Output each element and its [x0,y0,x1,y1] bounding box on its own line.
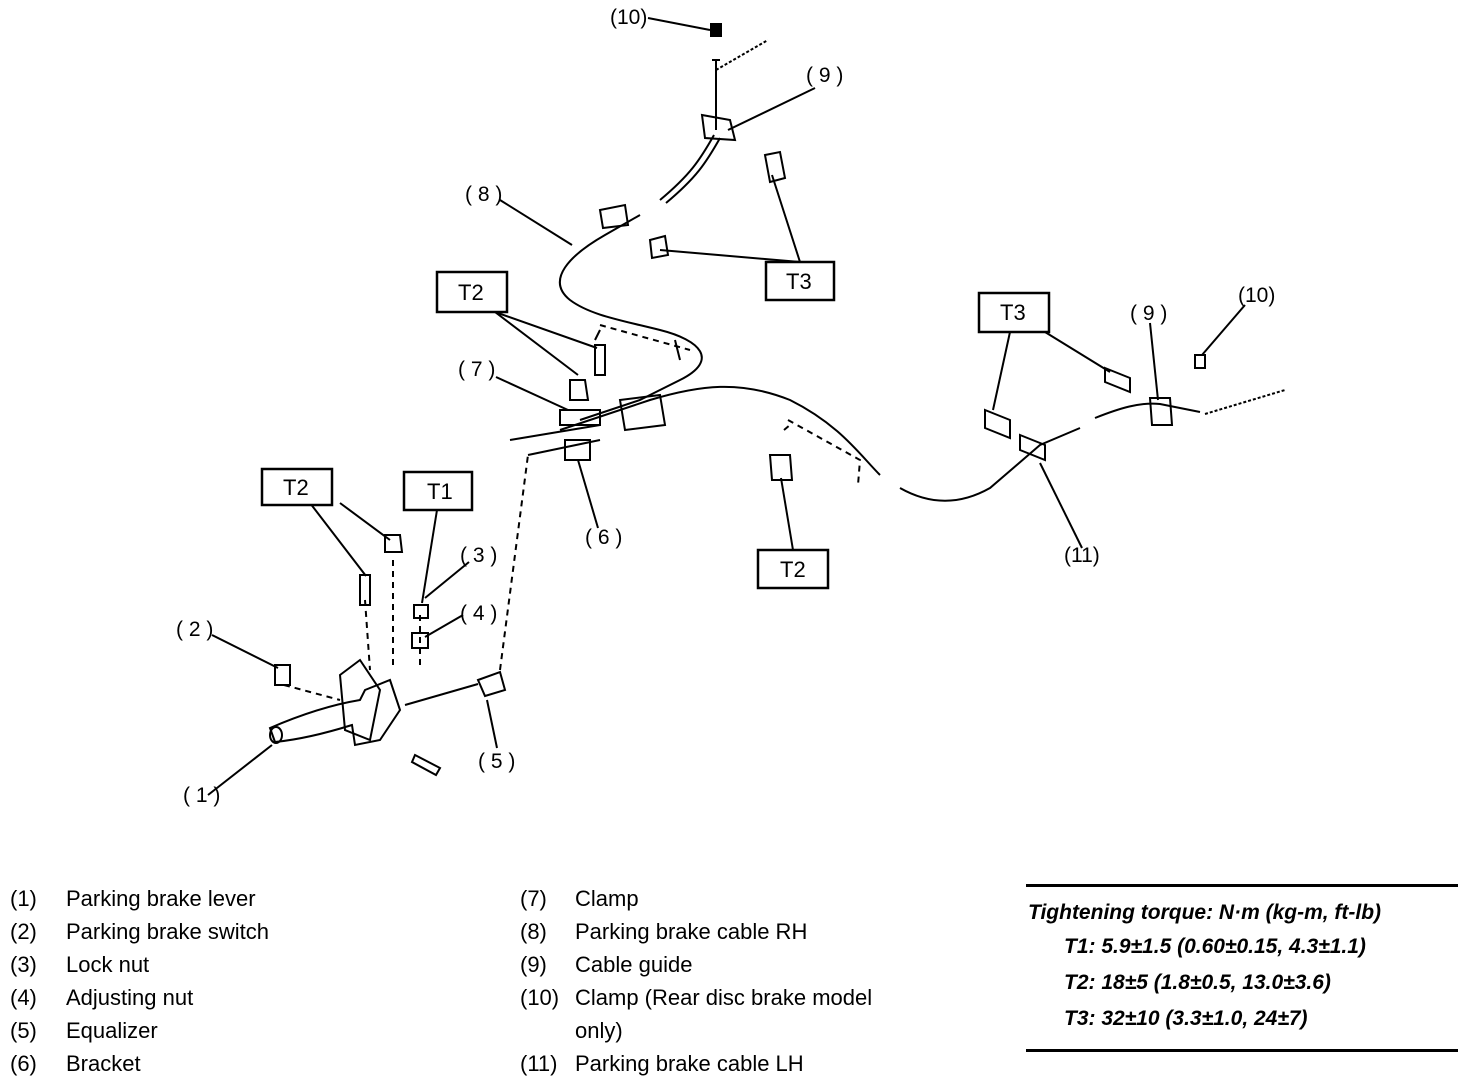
callout-9-right: ( 9 ) [1130,302,1167,325]
callout-2: ( 2 ) [176,618,213,641]
parts-legend-left: (1)Parking brake lever (2)Parking brake … [10,882,269,1080]
legend-item: (4)Adjusting nut [10,985,194,1010]
torque-box-t3-right: T3 [977,291,1051,334]
legend-item: (10)Clamp (Rear disc brake model only) [520,985,873,1043]
svg-text:T2: T2 [458,280,484,305]
svg-text:T2: T2 [780,557,806,582]
torque-heading: Tightening torque: N·m (kg-m, ft-lb) [1028,901,1382,924]
torque-t1: T1: 5.9±1.5 (0.60±0.15, 4.3±1.1) [1064,935,1366,958]
torque-box-t3-upper: T3 [764,260,836,302]
legend-item: (5)Equalizer [10,1018,158,1043]
callout-10-right: (10) [1238,284,1275,307]
callout-3: ( 3 ) [460,544,497,567]
legend-item: (8)Parking brake cable RH [520,919,808,944]
callout-10-upper: (10) [610,6,647,29]
parking-brake-exploded-diagram: ( 1 ) ( 2 ) ( 3 ) ( 4 ) ( 5 ) ( 6 ) ( 7 … [176,6,1286,807]
cable-rh [558,134,715,421]
legend-item: (6)Bracket [10,1051,141,1076]
torque-t2: T2: 18±5 (1.8±0.5, 13.0±3.6) [1064,971,1331,994]
callout-6: ( 6 ) [585,526,622,549]
torque-t3: T3: 32±10 (3.3±1.0, 24±7) [1064,1007,1308,1030]
svg-text:T3: T3 [786,269,812,294]
callout-9-upper: ( 9 ) [806,64,843,87]
callout-8: ( 8 ) [465,183,502,206]
callout-4: ( 4 ) [460,602,497,625]
torque-box-t2-upper: T2 [435,270,509,314]
svg-text:T3: T3 [1000,300,1026,325]
callout-1: ( 1 ) [183,784,220,807]
svg-text:T2: T2 [283,475,309,500]
tightening-torque-spec: Tightening torque: N·m (kg-m, ft-lb) T1:… [1026,884,1458,1052]
callout-11: (11) [1064,544,1100,567]
cable-rh-end [712,59,720,130]
callout-5: ( 5 ) [478,750,515,773]
legend-item: (9)Cable guide [520,952,693,977]
legend-item: (1)Parking brake lever [10,886,256,911]
torque-box-t1: T1 [402,470,474,512]
parts-legend-middle: (7)Clamp (8)Parking brake cable RH (9)Ca… [520,882,925,1080]
torque-box-t2-right: T2 [756,548,830,590]
cable-lh [559,385,1081,502]
torque-box-t2-left: T2 [260,467,334,507]
legend-item: (7)Clamp [520,886,639,911]
legend-item: (3)Lock nut [10,952,150,977]
legend-item: (2)Parking brake switch [10,919,269,944]
callout-7: ( 7 ) [458,358,495,381]
legend-item: (11)Parking brake cable LH [520,1051,804,1076]
parking-brake-lever [268,678,402,747]
svg-text:T1: T1 [427,479,453,504]
